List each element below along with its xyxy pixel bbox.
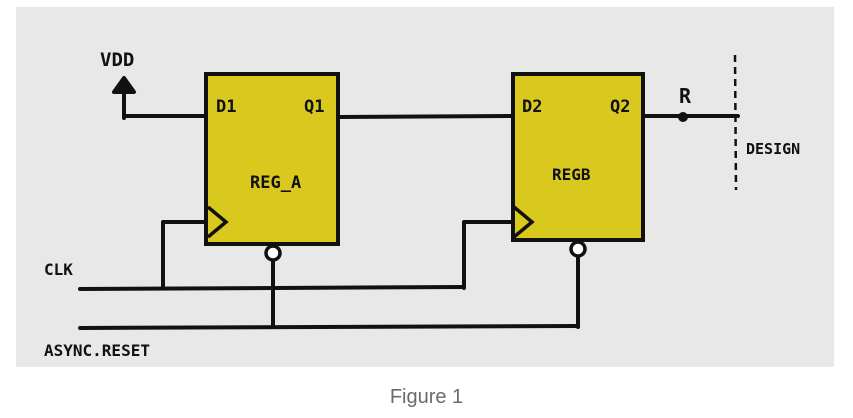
figure-caption: Figure 1 [389, 386, 464, 408]
vdd-label: VDD [100, 49, 134, 71]
register-b: D2 Q2 REGB [511, 72, 645, 258]
clk-branch-a [161, 220, 210, 290]
reset-label: ASYNC.RESET [44, 341, 150, 360]
clk-label: CLK [44, 260, 73, 279]
clk-branch-b [462, 220, 515, 290]
register-a-body [204, 72, 340, 246]
output-label: R [679, 84, 692, 108]
register-b-body [511, 72, 645, 242]
figure-panel [16, 7, 834, 367]
register-a-reset-bubble [264, 244, 282, 262]
register-a-name-label: REG_A [250, 173, 301, 193]
register-a-clock-triangle [206, 205, 229, 239]
register-b-clock-triangle [512, 205, 535, 239]
register-b-input-label: D2 [522, 97, 542, 117]
vdd-arrow-head [112, 76, 136, 94]
register-a: D1 Q1 REG_A [204, 72, 340, 262]
register-a-output-label: Q1 [304, 97, 324, 117]
register-a-input-label: D1 [216, 97, 236, 117]
reset-wire [78, 324, 580, 330]
register-b-name-label: REGB [552, 165, 591, 184]
register-b-reset-bubble [569, 240, 587, 258]
design-label: DESIGN [746, 140, 800, 158]
q1-to-d2-wire [336, 114, 515, 119]
register-b-output-label: Q2 [610, 97, 630, 117]
design-boundary [733, 54, 738, 191]
output-node [678, 112, 688, 122]
